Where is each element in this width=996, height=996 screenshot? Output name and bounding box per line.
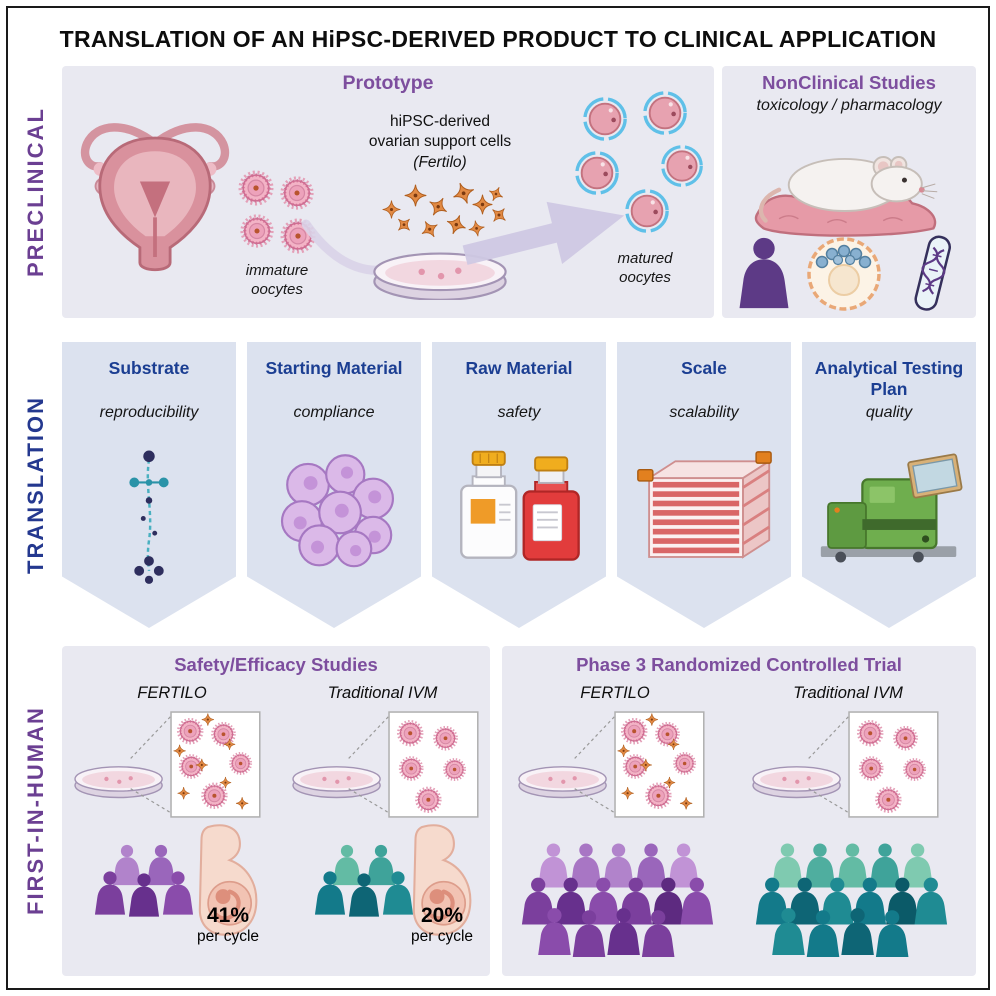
preclinical-row-label: PRECLINICAL bbox=[23, 107, 48, 277]
ivm-rate-caption: per cycle bbox=[410, 928, 474, 945]
step-subtitle: safety bbox=[497, 404, 541, 421]
step-title: Starting Material bbox=[265, 358, 403, 378]
fertilo-rate-caption: per cycle bbox=[196, 928, 260, 945]
product-line2: ovarian support cells bbox=[368, 133, 512, 151]
step-starting-material: Starting Material compliance bbox=[247, 342, 421, 628]
step-subtitle: quality bbox=[865, 404, 913, 421]
nonclinical-subheading: toxicology / pharmacology bbox=[756, 97, 942, 114]
phase3-heading: Phase 3 Randomized Controlled Trial bbox=[576, 654, 902, 675]
ivm-column-label: Traditional IVM bbox=[793, 684, 903, 702]
nonclinical-heading: NonClinical Studies bbox=[762, 72, 936, 93]
bead-chain-icon bbox=[129, 450, 169, 584]
product-line1: hiPSC-derived bbox=[390, 113, 490, 130]
prototype-heading: Prototype bbox=[342, 72, 434, 94]
cell-cluster-icon bbox=[280, 454, 395, 568]
analyzer-machine-icon bbox=[820, 453, 963, 563]
process-arrow-icon bbox=[462, 201, 625, 265]
step-title: Analytical Testing Plan bbox=[814, 358, 964, 399]
uterus-icon bbox=[80, 123, 230, 272]
translation-row-label: TRANSLATION bbox=[23, 395, 48, 575]
cell-factory-stack-icon bbox=[637, 451, 773, 559]
nonclinical-panel: NonClinical Studies toxicology / pharmac… bbox=[722, 66, 976, 318]
fertilo-column-label: FERTILO bbox=[137, 684, 207, 702]
ivm-people-group-large bbox=[755, 843, 948, 957]
product-description: hiPSC-derived ovarian support cells (Fer… bbox=[350, 112, 530, 173]
fertilo-dish-zoom bbox=[518, 711, 705, 818]
woman-icon bbox=[739, 237, 789, 309]
fertilo-column-label: FERTILO bbox=[580, 684, 650, 702]
fertilo-dish-zoom bbox=[74, 711, 261, 818]
human-study-icon bbox=[739, 235, 951, 311]
step-scale: Scale scalability bbox=[617, 342, 791, 628]
step-substrate: Substrate reproducibility bbox=[62, 342, 236, 628]
fertilo-rate: 41% bbox=[206, 904, 250, 927]
ivm-dish-zoom bbox=[752, 711, 939, 818]
step-title: Raw Material bbox=[465, 358, 573, 378]
product-line3: (Fertilo) bbox=[413, 153, 467, 171]
step-subtitle: compliance bbox=[293, 404, 375, 421]
matured-oocyte-icon bbox=[575, 91, 703, 233]
ivm-pregnant-belly-icon bbox=[412, 824, 472, 936]
test-tube-icon bbox=[914, 235, 951, 311]
ivm-dish-zoom bbox=[292, 711, 479, 818]
safety-efficacy-panel: Safety/Efficacy Studies FERTILO Traditio… bbox=[62, 646, 490, 976]
phase3-panel: Phase 3 Randomized Controlled Trial FERT… bbox=[502, 646, 976, 976]
step-raw-material: Raw Material safety bbox=[432, 342, 606, 628]
step-analytical-testing: Analytical Testing Plan quality bbox=[802, 342, 976, 628]
step-title: Scale bbox=[681, 358, 727, 378]
figure-title: TRANSLATION OF AN HiPSC-DERIVED PRODUCT … bbox=[59, 26, 937, 52]
mouse-icon bbox=[754, 156, 938, 237]
step-subtitle: scalability bbox=[669, 404, 739, 421]
safety-efficacy-heading: Safety/Efficacy Studies bbox=[174, 654, 378, 675]
blastocyst-icon bbox=[807, 237, 881, 311]
matured-oocytes-label: matured oocytes bbox=[617, 250, 673, 286]
step-title: Substrate bbox=[108, 358, 190, 378]
step-subtitle: reproducibility bbox=[99, 404, 199, 421]
fertilo-people-group-large bbox=[521, 843, 714, 957]
immature-oocytes-label: immature oocytes bbox=[245, 262, 309, 298]
fertilo-pregnant-belly-icon bbox=[198, 824, 258, 936]
ivm-column-label: Traditional IVM bbox=[327, 684, 438, 702]
media-bottles-icon bbox=[460, 450, 580, 561]
prototype-panel: Prototype immature oocytes hiPSC-derived bbox=[62, 66, 714, 318]
first-in-human-row-label: FIRST-IN-HUMAN bbox=[23, 706, 48, 916]
ivm-rate: 20% bbox=[420, 904, 464, 927]
